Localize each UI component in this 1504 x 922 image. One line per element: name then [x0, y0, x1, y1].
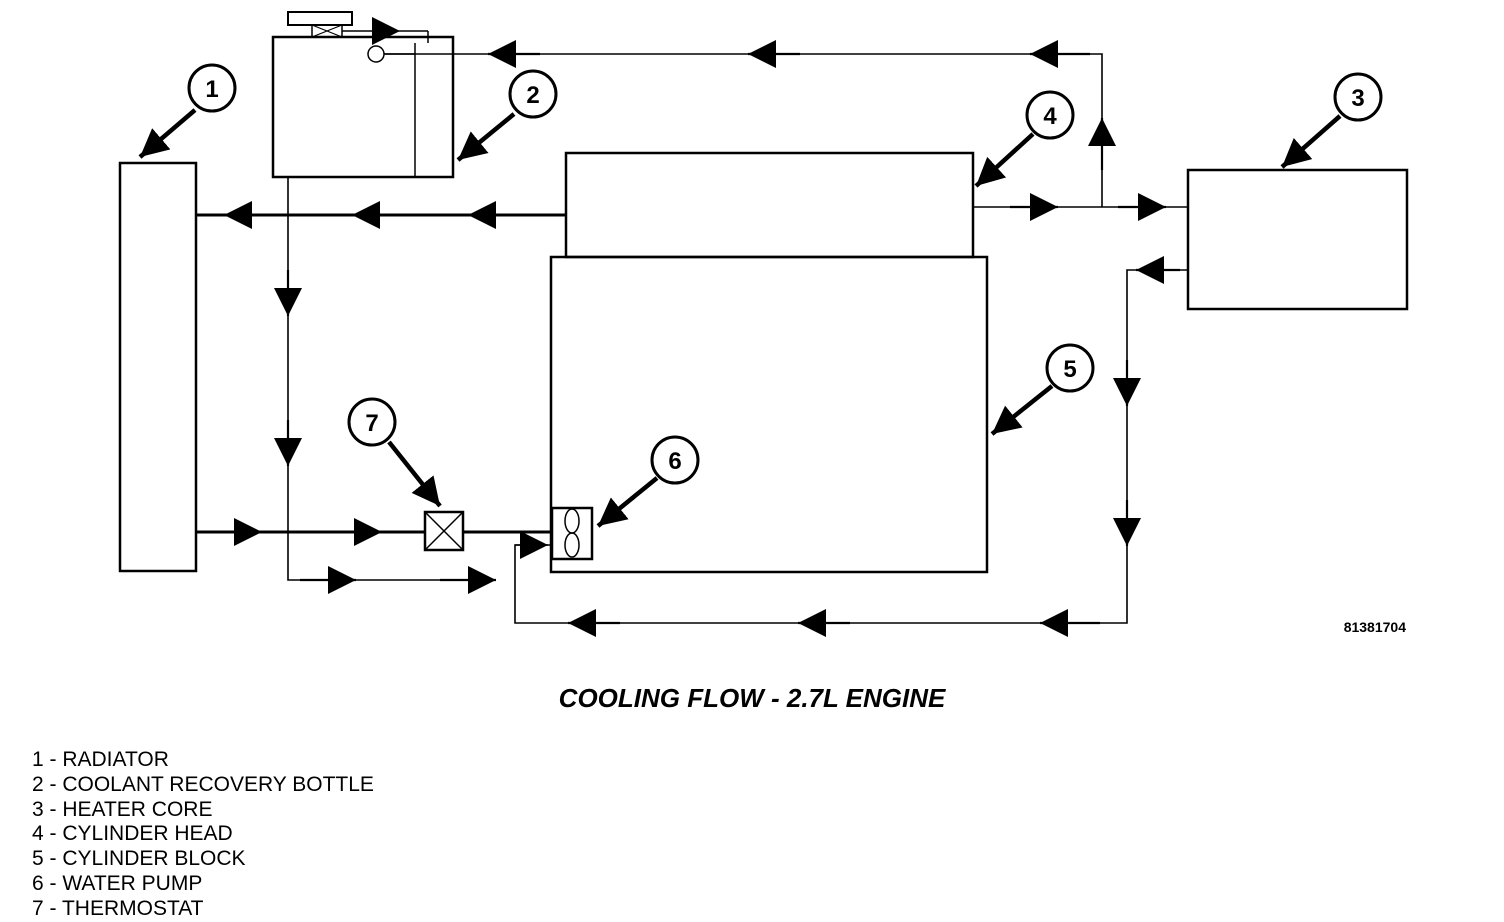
legend-item: 2 - COOLANT RECOVERY BOTTLE	[32, 772, 374, 796]
callout-2: 2	[456, 69, 558, 162]
callout-3: 3	[1280, 72, 1383, 169]
callout-5: 5	[990, 343, 1095, 436]
diagram-caption: COOLING FLOW - 2.7L ENGINE	[558, 683, 946, 713]
callout-label-1: 1	[205, 76, 218, 103]
cylinder-block	[549, 255, 989, 574]
callout-label-2: 2	[526, 82, 539, 109]
heater-core	[1186, 168, 1409, 311]
legend-item: 6 - WATER PUMP	[32, 871, 203, 895]
bottle-cap	[287, 11, 353, 26]
callout-label-5: 5	[1063, 356, 1076, 383]
callout-label-4: 4	[1043, 103, 1057, 130]
callout-label-3: 3	[1351, 85, 1364, 112]
coolant-recovery-bottle	[271, 11, 455, 179]
callout-label-7: 7	[365, 410, 378, 437]
callout-7: 7	[347, 397, 442, 508]
legend-item: 7 - THERMOSTAT	[32, 896, 204, 920]
thermostat	[423, 510, 465, 552]
callout-label-6: 6	[668, 448, 681, 475]
legend-item: 5 - CYLINDER BLOCK	[32, 847, 246, 871]
radiator	[118, 161, 198, 573]
legend-item: 1 - RADIATOR	[32, 748, 169, 771]
callout-6: 6	[596, 435, 700, 528]
cylinder-head	[564, 151, 975, 259]
legend-item: 3 - HEATER CORE	[32, 797, 213, 821]
legend-list: 1 - RADIATOR 2 - COOLANT RECOVERY BOTTLE…	[32, 748, 374, 922]
water-pump	[550, 506, 594, 561]
callout-4: 4	[974, 90, 1075, 188]
flow-lines	[196, 53, 1188, 624]
legend-item: 4 - CYLINDER HEAD	[32, 822, 233, 846]
flow-arrows	[210, 40, 1180, 637]
callout-1: 1	[138, 63, 237, 159]
figure-id: 81381704	[1343, 619, 1406, 635]
